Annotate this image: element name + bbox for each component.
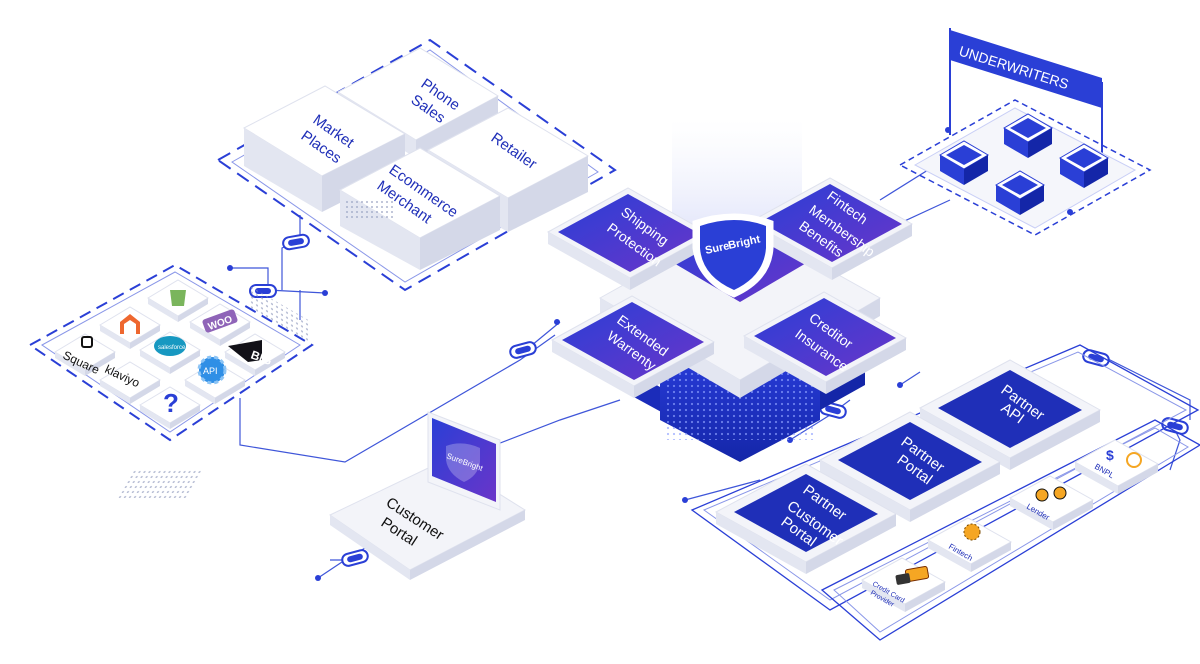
shopify-icon [170, 290, 186, 306]
tile-salesforce: salesforce [139, 331, 201, 374]
salesforce-icon [154, 336, 186, 356]
brand-name-sure: Sure [704, 240, 730, 257]
partners-group: Partner API Partner Portal Partner Custo… [690, 344, 1200, 611]
laptop-shield-icon [446, 443, 480, 482]
partner-types-border [820, 419, 1200, 641]
integrations-dashed-border [28, 263, 314, 442]
square-icon [81, 336, 93, 348]
tile-woo: WOO [189, 303, 251, 346]
underwriter-cube-4 [995, 170, 1045, 215]
underwriters-inner-plate [913, 107, 1137, 229]
underwriter-cubes [939, 113, 1109, 215]
integrations-inner-border [41, 271, 301, 433]
surebright-shield-logo: Sure Bright [692, 213, 774, 298]
sales-channels-group: Phone Sales Market Places Retailer Ecomm… [216, 38, 617, 343]
magento-icon [120, 314, 140, 334]
tile-big: BIG [224, 333, 286, 376]
api-label: API [203, 366, 218, 376]
underwriters-banner [950, 30, 1102, 108]
bnpl-clock-icon [1126, 452, 1142, 468]
tile-klaviyo: klaviyo [99, 361, 161, 404]
tile-credit-card-provider: Credit Card Provider [860, 557, 947, 612]
tile-bnpl: $ BNPL [1073, 439, 1160, 494]
tile-magento [99, 306, 161, 349]
laptop-screen [432, 418, 496, 502]
laptop-base-left [330, 515, 410, 580]
underwriter-cube-1 [1003, 113, 1053, 158]
tile-partner-api: Partner API [918, 359, 1102, 470]
box-ecommerce-merchant: Ecommerce Merchant [338, 147, 502, 270]
central-hub: Shipping Protection Fintech Membership B… [546, 120, 914, 462]
laptop-base-right [410, 510, 525, 580]
tile-fintech-membership: Fintech Membership Benefits [748, 177, 914, 280]
tile-square: Square [54, 333, 116, 377]
credit-card-icon-back [895, 573, 911, 585]
lender-icon-right [1053, 486, 1067, 500]
tile-fintech: Fintech [926, 517, 1013, 572]
tile-api: API [184, 355, 246, 404]
laptop-keyboard [117, 470, 204, 498]
tile-creditor-insurance: Creditor Insurance [742, 291, 908, 394]
tile-shopify [147, 279, 209, 322]
tile-lender: Lender [1008, 475, 1095, 530]
underwriters-group: UNDERWRITERS [898, 28, 1152, 236]
customer-portal-laptop: Sure Bright Customer Portal [117, 411, 527, 580]
bnpl-dollar-icon: $ [1106, 447, 1114, 463]
underwriter-cube-3 [1059, 143, 1109, 188]
bigcommerce-icon [228, 340, 262, 362]
api-gear-icon [197, 355, 227, 385]
tile-extended-warranty: Extended Warrenty [550, 295, 716, 398]
tile-partner-customer-portal: Partner Customer Portal [714, 463, 898, 574]
market-places-vents [250, 286, 310, 343]
tile-unknown: ? [139, 386, 201, 429]
integrations-group: WOO Square salesforce BIG klavi [28, 263, 314, 442]
woo-icon [202, 309, 238, 333]
lender-icon-left [1035, 488, 1049, 502]
salesforce-label: salesforce [158, 345, 186, 351]
underwriter-cube-2 [939, 140, 989, 185]
partner-types-group: $ BNPL Lender Fintech Credit Card Provid… [820, 419, 1200, 641]
ecommerce-vents [345, 200, 395, 220]
connector-dots [227, 127, 1073, 581]
fintech-network-icon [963, 523, 981, 541]
tile-partner-portal: Partner Portal [818, 411, 1002, 522]
big-label: BIG [249, 348, 274, 368]
unknown-integration-label: ? [163, 388, 179, 418]
underwriters-dashed-border [898, 99, 1152, 236]
tile-shipping-protection: Shipping Protection [546, 187, 712, 290]
pill-inner-fills [255, 238, 1183, 563]
